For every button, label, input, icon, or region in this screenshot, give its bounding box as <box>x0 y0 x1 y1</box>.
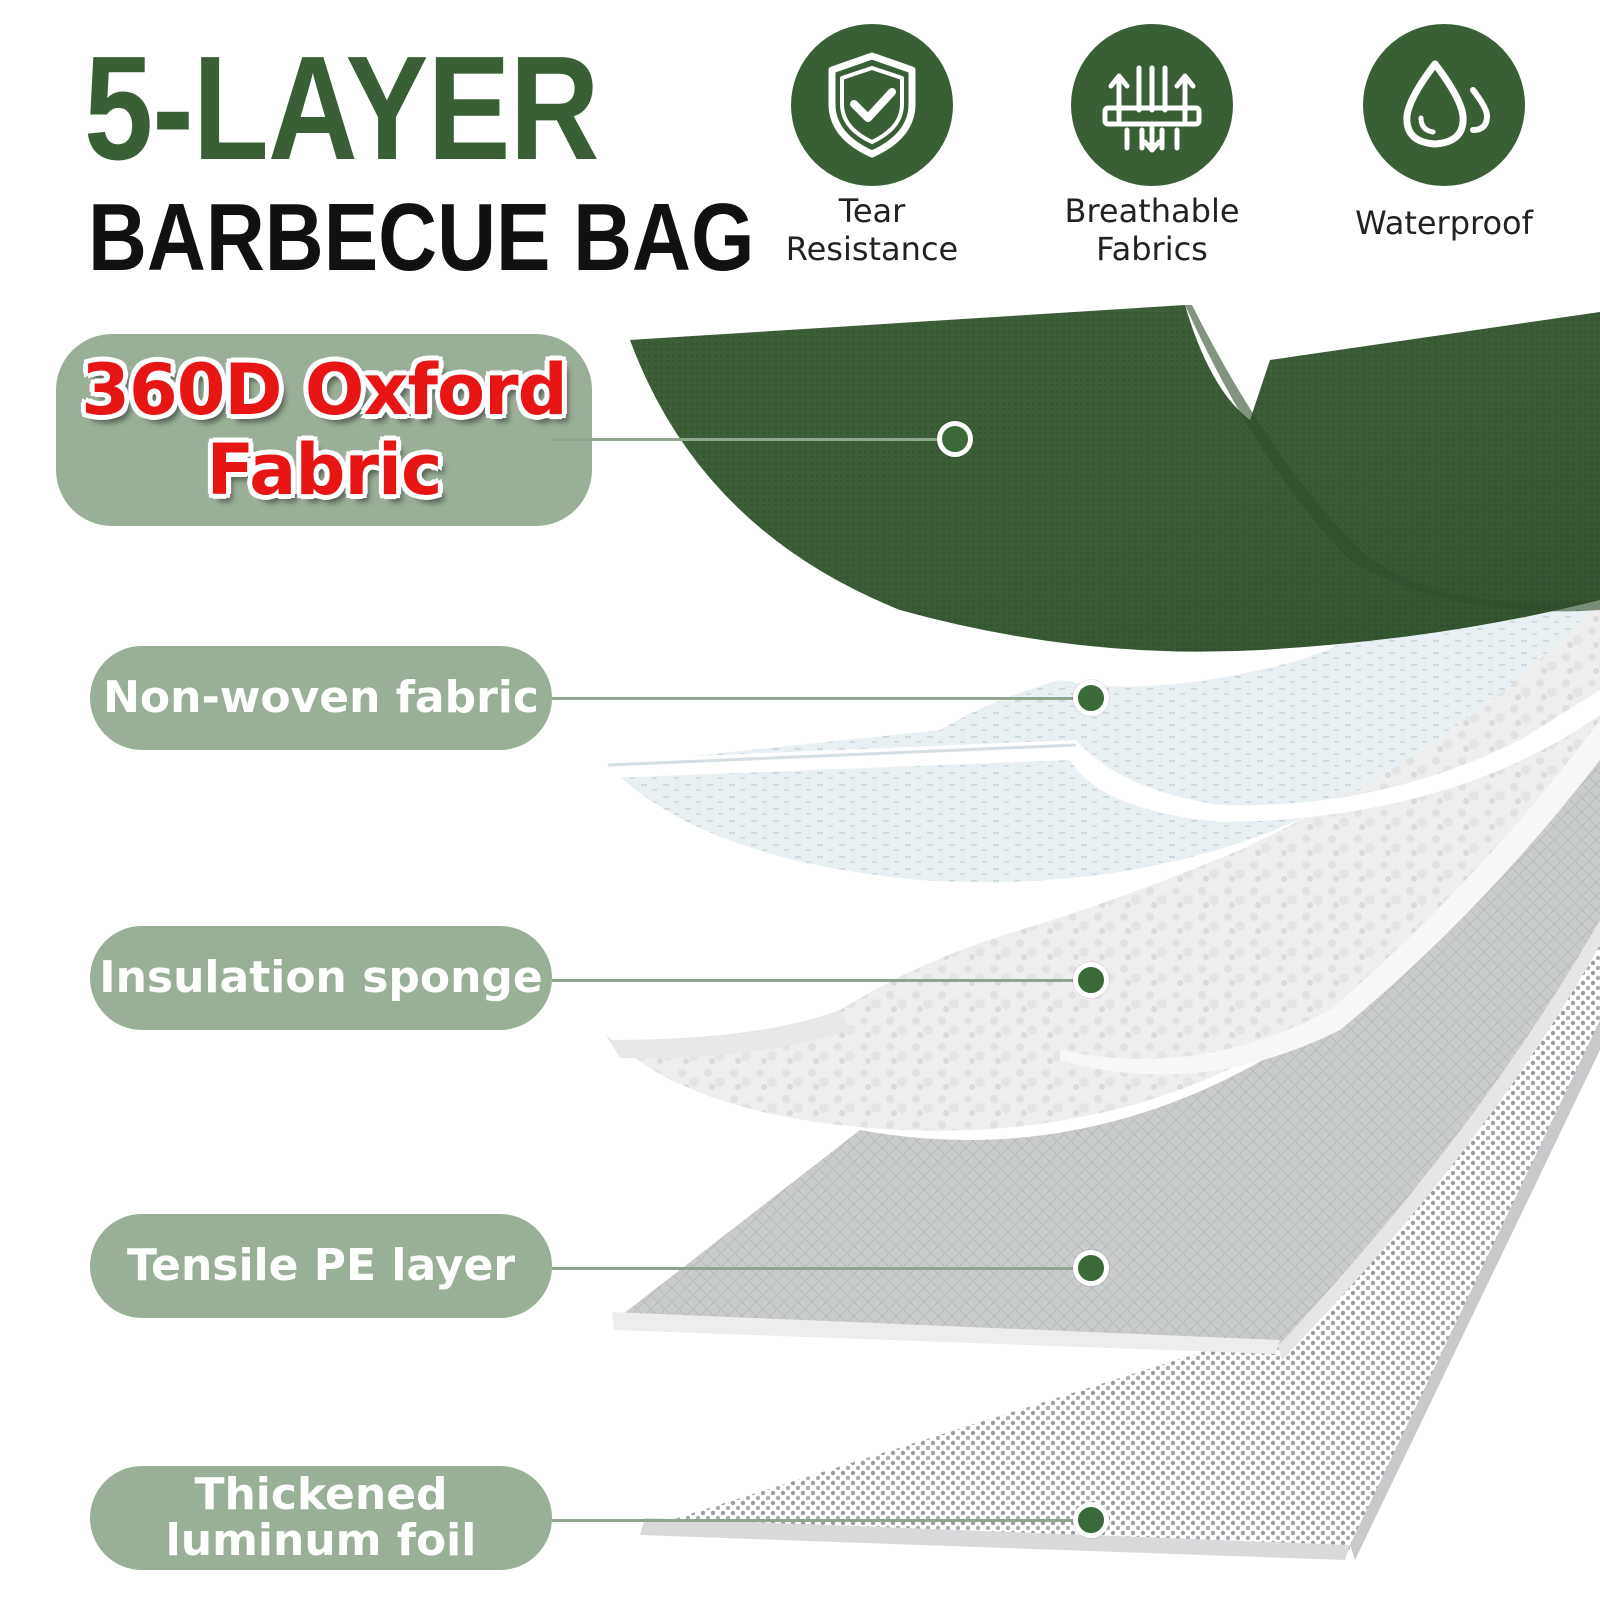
marker-dot <box>1073 1502 1109 1538</box>
shield-check-icon <box>791 24 953 186</box>
connector-line <box>552 1519 1092 1522</box>
connector-line <box>552 697 1092 700</box>
feature-waterproof: Waterproof <box>1324 24 1564 242</box>
feature-label: Tear Resistance <box>785 192 959 268</box>
marker-dot <box>937 421 973 457</box>
marker-dot <box>1073 680 1109 716</box>
connector-line <box>552 1267 1092 1270</box>
label-insulation-sponge: Insulation sponge <box>90 926 552 1030</box>
label-aluminum-foil: Thickened luminum foil <box>90 1466 552 1570</box>
title-barbecue-bag: BARBECUE BAG <box>88 184 755 291</box>
label-nonwoven-fabric: Non-woven fabric <box>90 646 552 750</box>
feature-label: Breathable Fabrics <box>1064 192 1240 268</box>
feature-breathable: Breathable Fabrics <box>1032 24 1272 268</box>
title-5-layer: 5-LAYER <box>84 26 599 191</box>
pe-layer <box>618 700 1600 1346</box>
connector-line <box>552 979 1092 982</box>
feature-tear-resistance: Tear Resistance <box>752 24 992 268</box>
sponge-layer <box>612 560 1600 1131</box>
oxford-fabric-text: 360D Oxford Fabric <box>81 349 567 511</box>
nonwoven-layer <box>608 450 1600 883</box>
foil-layer <box>655 780 1600 1550</box>
connector-line <box>552 438 954 441</box>
feature-label: Waterproof <box>1355 204 1533 242</box>
breathable-fabric-icon <box>1071 24 1233 186</box>
label-oxford-fabric: 360D Oxford Fabric <box>56 334 592 526</box>
marker-dot <box>1073 1250 1109 1286</box>
water-drops-icon <box>1363 24 1525 186</box>
label-tensile-pe-layer: Tensile PE layer <box>90 1214 552 1318</box>
marker-dot <box>1073 962 1109 998</box>
